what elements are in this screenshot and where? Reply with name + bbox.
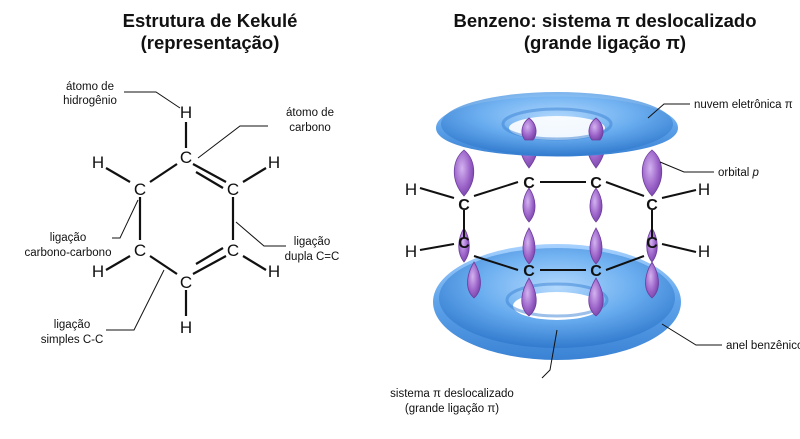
kekule-carbon-upper-left: C	[134, 180, 146, 199]
callout-cloud-line	[647, 103, 690, 119]
label-cc-bond-1: ligação	[50, 232, 86, 244]
label-benzene-ring: anel benzênico	[726, 340, 800, 352]
bond-h-upper-right	[242, 167, 267, 183]
orbital-tips	[521, 117, 604, 141]
benzene-title-line1: Benzeno: sistema π deslocalizado	[453, 10, 757, 31]
p-orbital-mid-lobe	[646, 227, 658, 263]
kekule-hydrogen-lower-left: H	[92, 262, 104, 281]
kekule-carbon-lower-right: C	[227, 241, 239, 260]
p-orbital-lower-lobe	[588, 277, 604, 317]
kekule-hydrogen-top: H	[180, 103, 192, 122]
kekule-structure	[105, 122, 267, 316]
label-single-bond-2: simples C-C	[41, 334, 104, 346]
bond-bottom-right-double	[195, 247, 224, 265]
benzene-carbon: C	[646, 197, 658, 214]
p-orbital-upper-lobe	[641, 149, 663, 197]
callout-ring-line	[661, 323, 722, 346]
label-electron-cloud: nuvem eletrônica π	[694, 99, 793, 111]
kekule-carbon-top: C	[180, 148, 192, 167]
label-hydrogen-atom-1: átomo de	[66, 81, 114, 93]
p-orbital-upper-lobe	[522, 187, 536, 223]
label-double-bond-1: ligação	[294, 236, 330, 248]
benzene-hydrogen: H	[405, 242, 417, 261]
benzene-hydrogen: H	[405, 180, 417, 199]
p-orbital-mid-lobe	[589, 227, 603, 265]
kekule-hydrogen-upper-left: H	[92, 153, 104, 172]
p-orbital-mid-lobe	[522, 227, 536, 265]
label-p-orbital-symbol: p	[752, 167, 760, 179]
label-pi-system-2: (grande ligação π)	[405, 403, 499, 415]
benzene-skeleton	[419, 181, 697, 271]
label-pi-system-1: sistema π deslocalizado	[390, 388, 514, 400]
benzene-carbon: C	[523, 175, 535, 192]
bond-top-left	[149, 163, 178, 183]
callout-double-line	[235, 221, 286, 247]
benzene-title-line2: (grande ligação π)	[523, 32, 687, 53]
p-orbital-lower-lobe	[467, 261, 481, 299]
label-double-bond-2: dupla C=C	[285, 251, 340, 263]
label-carbon-atom-2: carbono	[289, 122, 331, 134]
kekule-carbon-bottom: C	[180, 273, 192, 292]
lower-p-orbitals	[458, 227, 659, 317]
kekule-hydrogen-upper-right: H	[268, 153, 280, 172]
benzene-carbon: C	[523, 263, 535, 280]
benzene-hydrogen: H	[698, 242, 710, 261]
bond-h-lower-right	[242, 255, 267, 271]
label-carbon-atom-1: átomo de	[286, 107, 334, 119]
kekule-title: Estrutura de Kekulé (representação)	[60, 10, 360, 54]
p-orbital-upper-lobe	[453, 149, 475, 197]
benzene-hydrogen: H	[698, 180, 710, 199]
kekule-title-line1: Estrutura de Kekulé	[122, 10, 298, 31]
callout-single-line	[106, 269, 165, 331]
bottom-electron-torus	[433, 244, 681, 360]
kekule-labels: átomo de hidrogênio átomo de carbono lig…	[25, 81, 340, 346]
callout-cc-line	[112, 199, 139, 239]
label-hydrogen-atom-2: hidrogênio	[63, 95, 117, 107]
label-p-orbital-prefix: orbital	[718, 167, 753, 179]
top-electron-torus	[436, 92, 678, 157]
benzene-carbon: C	[458, 235, 470, 252]
benzene-carbon: C	[646, 235, 658, 252]
bond-h-lower-left	[105, 255, 131, 271]
benzene-atoms: C C C C C C C C H H H H	[405, 175, 710, 280]
benzene-title: Benzeno: sistema π deslocalizado (grande…	[410, 10, 800, 54]
callout-pi-line	[541, 329, 558, 379]
kekule-hydrogen-lower-right: H	[268, 262, 280, 281]
p-orbital-upper-lobe	[589, 187, 603, 223]
callout-carbon-line	[197, 125, 268, 159]
kekule-hydrogen-bottom: H	[180, 318, 192, 337]
callout-orbital-line	[659, 161, 714, 173]
p-orbital-lower-lobe	[645, 261, 659, 299]
bond-top-right-double	[195, 171, 224, 189]
callout-hydrogen-line	[124, 91, 181, 109]
bond-top-right	[192, 163, 227, 183]
label-single-bond-1: ligação	[54, 319, 90, 331]
kekule-atoms: C C C C C C H H H H H H	[92, 103, 280, 337]
label-p-orbital: orbital p	[718, 167, 760, 179]
benzene-carbon: C	[458, 197, 470, 214]
benzene-labels: nuvem eletrônica π orbital p anel benzên…	[390, 99, 800, 415]
kekule-carbon-lower-left: C	[134, 241, 146, 260]
p-orbital-lower-lobe	[521, 277, 537, 317]
kekule-callouts	[106, 91, 286, 331]
p-orbital-mid-lobe	[458, 227, 470, 263]
bond-bottom-left	[149, 255, 178, 275]
benzene-carbon: C	[590, 175, 602, 192]
bond-h-upper-left	[105, 167, 131, 183]
bond-bottom-right	[192, 255, 227, 275]
label-cc-bond-2: carbono-carbono	[25, 247, 112, 259]
benzene-callouts	[541, 103, 722, 379]
kekule-carbon-upper-right: C	[227, 180, 239, 199]
benzene-carbon: C	[590, 263, 602, 280]
kekule-title-line2: (representação)	[140, 32, 280, 53]
